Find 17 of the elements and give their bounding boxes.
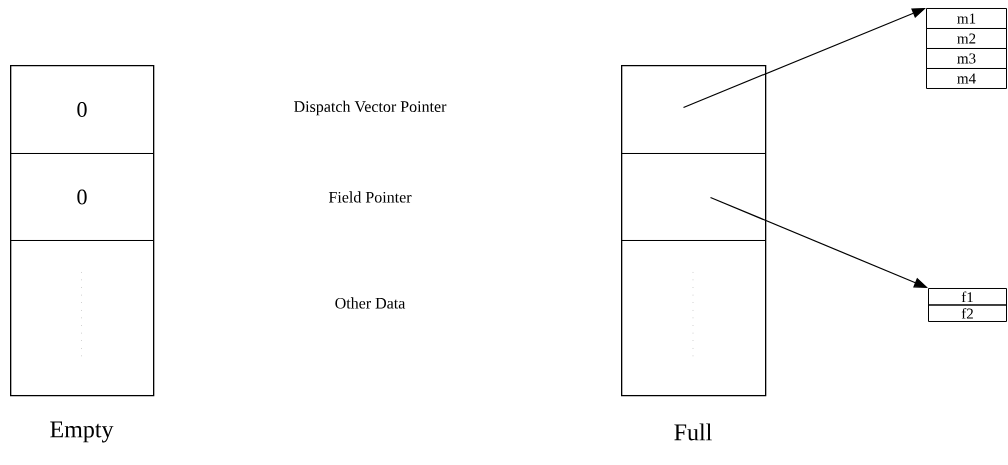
table-cell: f1	[928, 288, 1007, 306]
memory-cell	[621, 65, 766, 154]
table-cell: m2	[926, 28, 1007, 49]
table-cell: f2	[928, 304, 1007, 322]
memory-cell	[621, 153, 766, 241]
field-label: Field Pointer	[328, 191, 412, 203]
memory-cell	[621, 240, 766, 396]
block-label: Empty	[50, 421, 114, 443]
field-label: Other Data	[335, 297, 406, 309]
field-label: Dispatch Vector Pointer	[294, 100, 447, 116]
table-cell: 0	[10, 153, 154, 241]
table-cell: 0	[10, 65, 154, 154]
table-cell: m3	[926, 48, 1007, 69]
table-cell: m4	[926, 68, 1007, 89]
memory-cell	[10, 240, 154, 396]
table-cell: m1	[926, 8, 1007, 29]
block-label: Full	[674, 423, 712, 441]
